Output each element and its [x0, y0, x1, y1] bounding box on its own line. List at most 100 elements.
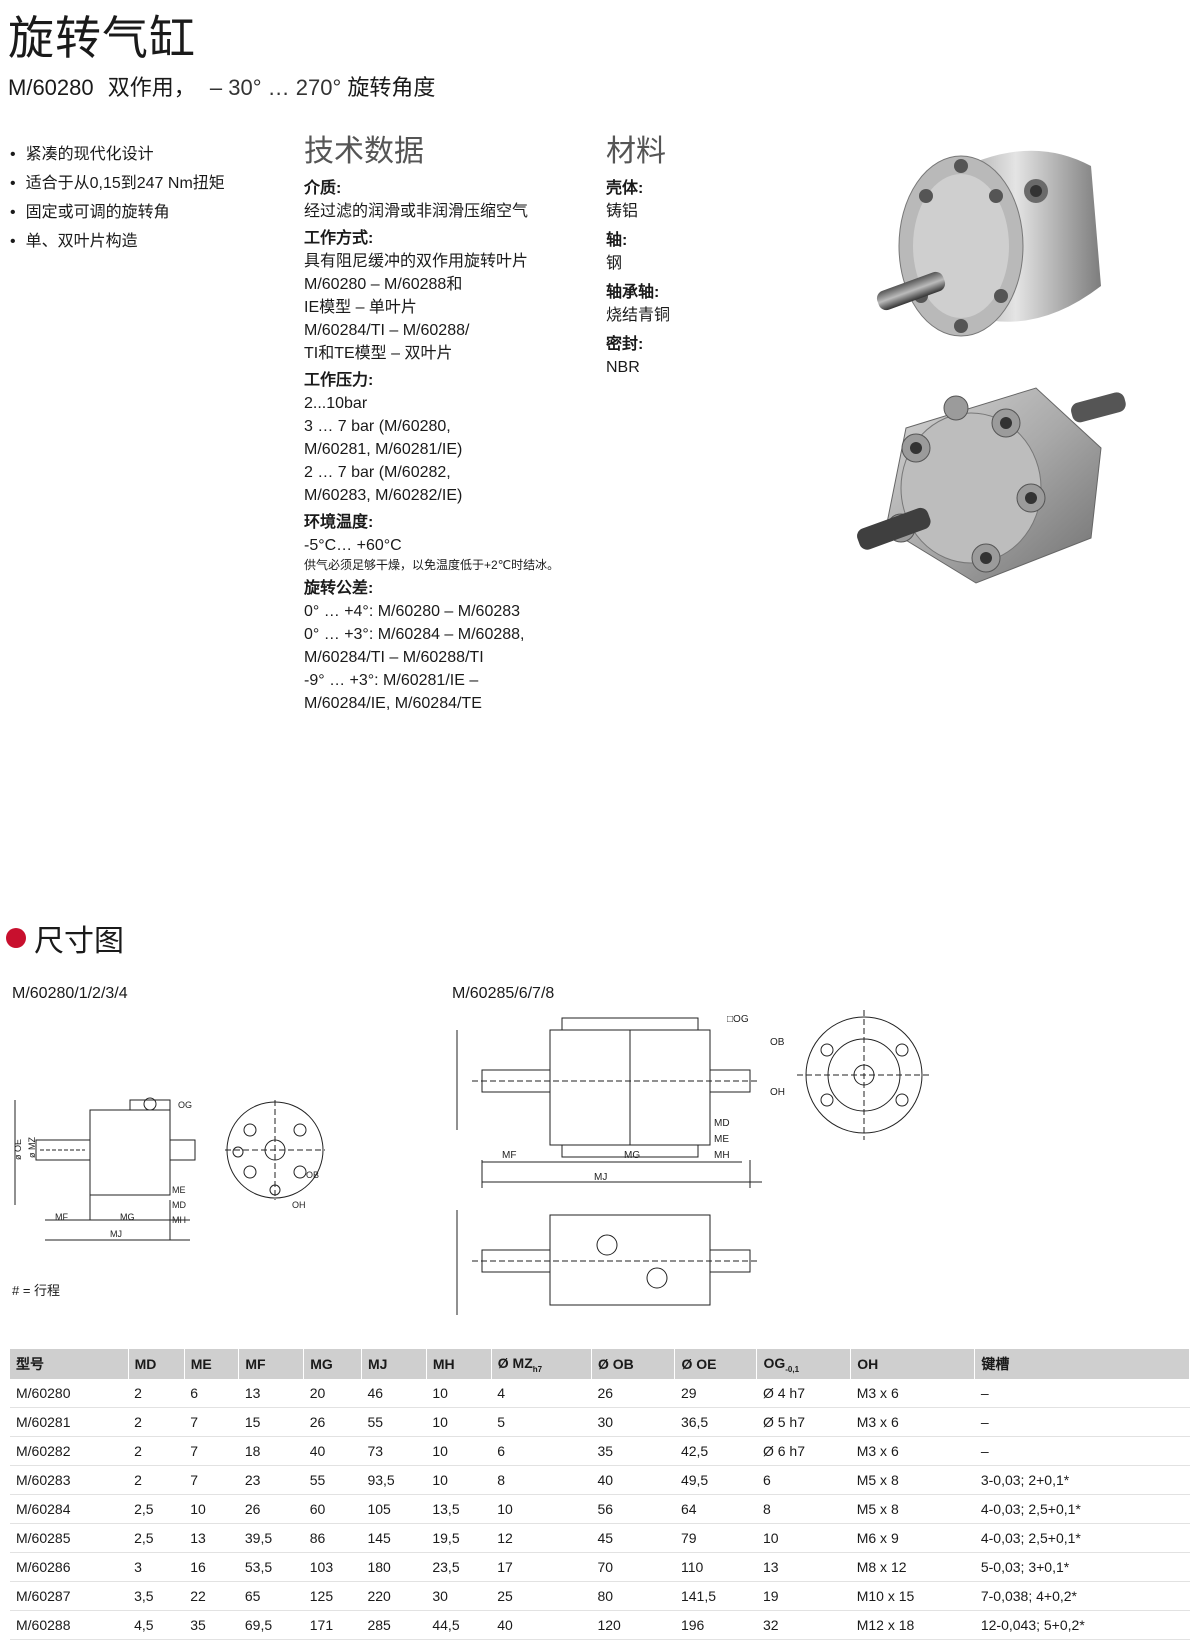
table-cell: 26 — [591, 1379, 675, 1408]
dim-oh-text: OH — [292, 1200, 306, 1210]
table-cell: M/60284 — [10, 1494, 129, 1524]
table-header-cell: MD — [128, 1349, 185, 1379]
table-cell: 8 — [756, 1494, 851, 1524]
dim2-mz-text: ø MZ — [452, 1065, 455, 1088]
table-cell: 2,5 — [128, 1494, 185, 1524]
table-cell: 17 — [491, 1552, 592, 1582]
dim2-og-text: □OG — [727, 1014, 749, 1025]
tech-data-label: 环境温度: — [304, 514, 374, 531]
table-cell: 22 — [184, 1581, 239, 1611]
table-header-cell: MH — [426, 1349, 492, 1379]
material-group: 轴:钢 — [606, 229, 806, 275]
dim2-mg-text: MG — [624, 1150, 640, 1161]
table-cell: 10 — [426, 1407, 492, 1437]
product-photo-double-vane — [857, 387, 1126, 584]
dim-oe-text: ø OE — [13, 1139, 23, 1160]
table-cell: M/60281 — [10, 1407, 129, 1437]
materials-heading: 材料 — [606, 135, 666, 168]
table-cell: M3 x 6 — [850, 1407, 975, 1437]
table-cell: 12 — [491, 1523, 592, 1553]
table-cell: M/60283 — [10, 1465, 129, 1495]
table-cell: 19,5 — [426, 1523, 492, 1553]
table-cell: 7 — [184, 1465, 239, 1495]
table-cell: 12-0,043; 5+0,2* — [974, 1610, 1190, 1640]
table-cell: 10 — [756, 1523, 851, 1553]
table-cell: 120 — [591, 1610, 675, 1640]
dim-og-text: OG — [178, 1100, 192, 1110]
table-header-cell: Ø OB — [591, 1349, 676, 1379]
table-cell: 10 — [426, 1436, 492, 1466]
dim-md-text: MD — [172, 1200, 186, 1210]
dimensions-heading: 尺寸图 — [6, 916, 124, 960]
dim-ob-text: OB — [306, 1170, 319, 1180]
table-cell: 26 — [303, 1407, 362, 1437]
table-cell: M/60286 — [10, 1552, 129, 1582]
table-header-cell: MF — [238, 1349, 305, 1379]
dimension-drawing-small: ø OE ø MZ OG ME MD MH MF MG MJ OB OH — [13, 1097, 325, 1241]
table-cell: 23 — [238, 1465, 304, 1495]
table-cell: 80 — [591, 1581, 675, 1611]
table-cell: 125 — [303, 1581, 362, 1611]
subtitle-desc: 双作用， — [107, 75, 196, 100]
table-cell: M10 x 15 — [850, 1581, 975, 1611]
table-cell: 86 — [303, 1523, 362, 1553]
dim-mf-text: MF — [55, 1212, 68, 1222]
material-group: 轴承轴:烧结青铜 — [606, 281, 806, 327]
table-cell: 16 — [184, 1552, 239, 1582]
table-header-cell: OG-0,1 — [756, 1349, 852, 1379]
table-cell: M5 x 8 — [850, 1494, 975, 1524]
table-cell: 40 — [591, 1465, 675, 1495]
table-cell: 6 — [756, 1465, 851, 1495]
table-cell: 220 — [361, 1581, 427, 1611]
table-cell: 7 — [184, 1436, 239, 1466]
tech-data-value: 2...10bar — [304, 395, 368, 412]
materials-groups: 壳体:铸铝轴:钢轴承轴:烧结青铜密封:NBR — [606, 177, 806, 379]
dim2-ob-text: OB — [770, 1037, 785, 1048]
table-cell: 285 — [361, 1610, 427, 1640]
table-cell: 110 — [674, 1552, 757, 1582]
table-cell: 32 — [756, 1610, 851, 1640]
table-cell: 2 — [128, 1379, 185, 1408]
table-cell: 19 — [756, 1581, 851, 1611]
table-header-sub: h7 — [532, 1364, 543, 1374]
tech-data-value: 0° … +4°: M/60280 – M/60283 — [304, 603, 521, 620]
table-cell: 56 — [591, 1494, 675, 1524]
table-cell: 25 — [491, 1581, 592, 1611]
dim2-me-text: ME — [714, 1134, 729, 1145]
dim-me-text: ME — [172, 1185, 186, 1195]
table-cell: 39,5 — [238, 1523, 304, 1553]
table-cell: 4-0,03; 2,5+0,1* — [974, 1523, 1190, 1553]
table-header-cell: ME — [184, 1349, 240, 1379]
tech-data-value: M/60284/TI – M/60288/TI — [304, 649, 484, 666]
table-header-cell: OH — [850, 1349, 976, 1379]
table-cell: 5 — [491, 1407, 592, 1437]
table-cell: 15 — [238, 1407, 304, 1437]
dim-mz-text: ø MZ — [27, 1137, 37, 1158]
table-cell: 105 — [361, 1494, 427, 1524]
dimension-drawing-large: ø MZ ø OE □OG OB OH MD ME MH MF MG MJ — [452, 1010, 932, 1315]
table-header-cell: MJ — [361, 1349, 427, 1379]
table-cell: 73 — [361, 1436, 427, 1466]
material-label: 轴: — [606, 232, 628, 249]
table-cell: 13 — [238, 1379, 304, 1408]
tech-data-label: 工作方式: — [304, 230, 374, 247]
tech-data-value: 经过滤的润滑或非润滑压缩空气 — [304, 203, 529, 220]
table-cell: M5 x 8 — [850, 1465, 975, 1495]
table-cell: 3,5 — [128, 1581, 185, 1611]
table-cell: 13 — [756, 1552, 851, 1582]
table-cell: 53,5 — [238, 1552, 304, 1582]
drawing-label-large: M/60285/6/7/8 — [452, 985, 555, 1002]
dim2-mj-text: MJ — [594, 1172, 607, 1183]
table-header-cell: 键槽 — [974, 1349, 1190, 1379]
table-cell: 3-0,03; 2+0,1* — [974, 1465, 1190, 1495]
tech-data-value: M/60281, M/60281/IE) — [304, 441, 463, 458]
